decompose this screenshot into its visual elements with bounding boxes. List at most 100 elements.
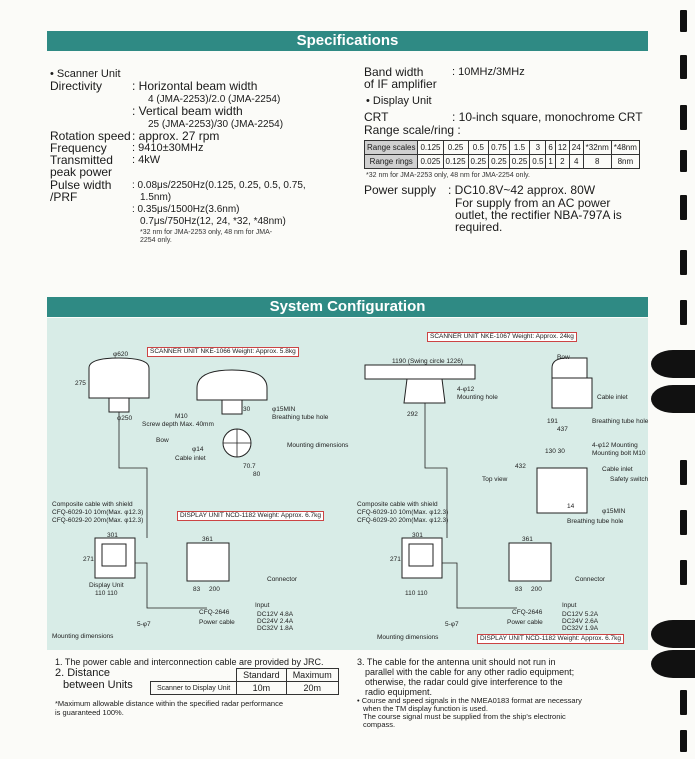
- note-3b: parallel with the cable for any other ra…: [365, 667, 575, 677]
- breathing-right-2-label: Breathing tube hole: [567, 518, 624, 525]
- edge-blob: [651, 620, 695, 648]
- power-cable-label: Power cable: [199, 619, 235, 626]
- edge-tab: [680, 150, 687, 172]
- display-unit-title: • Display Unit: [366, 95, 432, 107]
- range-table: Range scales 0.125 0.25 0.5 0.75 1.5 3 6…: [363, 140, 640, 169]
- range-scale-cell: 0.25: [442, 140, 469, 155]
- note-4a: • Course and speed signals in the NMEA01…: [357, 696, 582, 705]
- dim-15min: φ15MIN: [272, 406, 296, 413]
- range-ring-cell: 8: [582, 154, 612, 169]
- dim-271: 271: [83, 556, 94, 563]
- range-ring-cell: 0.125: [442, 154, 469, 169]
- band-label-2: of IF amplifier: [364, 77, 437, 91]
- distance-table: Standard Maximum Scanner to Display Unit…: [149, 668, 339, 695]
- note-4c: The course signal must be supplied from …: [363, 712, 566, 721]
- frequency-value: : 9410±30MHz: [132, 142, 204, 154]
- range-scale-cell: 3: [529, 140, 547, 155]
- edge-tab: [680, 460, 687, 485]
- directivity-horizontal-value: 4 (JMA-2253)/2.0 (JMA-2254): [148, 94, 281, 105]
- system-configuration-header: System Configuration: [47, 297, 648, 317]
- pulse-label: Pulse width: [50, 178, 112, 192]
- edge-tab: [680, 730, 687, 752]
- scanner-right-side: [551, 357, 588, 379]
- supply-note-1: For supply from an AC power: [455, 196, 611, 210]
- directivity-vertical: : Vertical beam width: [132, 104, 243, 118]
- edge-blob: [651, 650, 695, 678]
- edge-blob: [651, 385, 695, 413]
- directivity-vertical-value: 25 (JMA-2253)/30 (JMA-2254): [148, 119, 284, 130]
- dim-130: 130 30: [545, 448, 565, 455]
- power-cable-right: [442, 562, 517, 609]
- note-4d: compass.: [363, 720, 396, 729]
- range-scale-cell: 1.5: [508, 140, 531, 155]
- dim-620: φ620: [113, 351, 129, 358]
- mount-412-label: 4-φ12 Mounting: [592, 442, 638, 449]
- rotation-value: : approx. 27 rpm: [132, 129, 220, 143]
- range-ring-cell: 0.25: [467, 154, 490, 169]
- range-ring-cell: 0.5: [529, 154, 547, 169]
- input-label: Input: [255, 602, 270, 609]
- scanner-right-label: SCANNER UNIT NKE-1067 Weight: Approx. 24…: [427, 332, 577, 342]
- range-scale-cell: 24: [568, 140, 584, 155]
- cable-left: [118, 412, 148, 538]
- screw-label: Screw depth Max. 40mm: [142, 421, 214, 428]
- edge-blob: [651, 350, 695, 378]
- note-2b: between Units: [63, 679, 133, 691]
- cable-inlet-label: Cable inlet: [175, 455, 206, 462]
- scanner-right-top-view: [536, 467, 588, 514]
- dc32-label: DC32V 1.8A: [257, 625, 294, 632]
- supply-note-3: required.: [455, 220, 503, 234]
- band-value: : 10MHz/3MHz: [452, 66, 525, 78]
- cable-inlet-top-label: Cable inlet: [602, 466, 633, 473]
- bow-label: Bow: [156, 437, 169, 444]
- range-scale-cell: 12: [554, 140, 570, 155]
- range-ring-cell: 0.25: [508, 154, 531, 169]
- range-rings-label: Range rings: [363, 154, 419, 169]
- pulse-note-1: *32 nm for JMA-2253 only, 48 nm for JMA-: [140, 229, 273, 236]
- range-label: Range scale/ring :: [364, 123, 461, 137]
- mounting-label: Mounting dimensions: [52, 633, 114, 640]
- range-scale-cell: *32nm: [582, 140, 612, 155]
- note-3d: radio equipment.: [365, 687, 433, 697]
- dim-432: 432: [515, 463, 526, 470]
- scanner-right-side-base: [551, 377, 593, 409]
- swing-label: 1190 (Swing circle 1226): [392, 358, 464, 365]
- dim-301-right: 301: [412, 532, 423, 539]
- dim-110: 110 110: [95, 590, 118, 597]
- pulse-value-2: : 0.35μs/1500Hz(3.6nm): [132, 204, 240, 215]
- dc24-right-label: DC24V 2.6A: [562, 618, 599, 625]
- mounting-dim-label: Mounting dimensions: [287, 442, 349, 449]
- frequency-label: Frequency: [50, 141, 107, 155]
- max-note-2: is guaranteed 100%.: [55, 708, 124, 717]
- diagram-drawing: [88, 357, 593, 609]
- scanner-left-side-base: [221, 399, 243, 415]
- std-value: 10m: [236, 681, 287, 695]
- dc12-right-label: DC12V 5.2A: [562, 611, 599, 618]
- cfq1-right-label: CFQ-6029-10 10m(Max. φ12.3): [357, 509, 449, 516]
- top-view-label: Top view: [482, 476, 508, 483]
- crt-label: CRT: [364, 110, 389, 124]
- specifications-header: Specifications: [47, 31, 648, 51]
- range-ring-cell: 4: [568, 154, 584, 169]
- range-ring-cell: 8nm: [610, 154, 640, 169]
- dim-301: 301: [107, 532, 118, 539]
- edge-tab: [680, 55, 687, 79]
- pulse-value-1b: 1.5nm): [140, 192, 172, 203]
- scanner-left-shape: [88, 357, 150, 399]
- power-label-2: peak power: [50, 165, 113, 179]
- range-scales-label: Range scales: [363, 140, 419, 155]
- pulse-label-2: /PRF: [50, 190, 78, 204]
- power-value: : 4kW: [132, 154, 161, 166]
- dc12-label: DC12V 4.8A: [257, 611, 294, 618]
- cfq2-right-label: CFQ-6029-20 20m(Max. φ12.3): [357, 517, 449, 524]
- supply-label: Power supply: [364, 183, 437, 197]
- dim-200-right: 200: [531, 586, 542, 593]
- dim-200: 200: [209, 586, 220, 593]
- note-3c: otherwise, the radar could give interfer…: [365, 677, 563, 687]
- dim-250: φ250: [117, 415, 133, 422]
- cfq1-label: CFQ-6029-10 10m(Max. φ12.3): [52, 509, 144, 516]
- range-ring-cell: 0.25: [488, 154, 510, 169]
- range-scale-cell: 0.75: [488, 140, 510, 155]
- range-ring-cell: 2: [554, 154, 570, 169]
- dim-14-right: 14: [567, 503, 575, 510]
